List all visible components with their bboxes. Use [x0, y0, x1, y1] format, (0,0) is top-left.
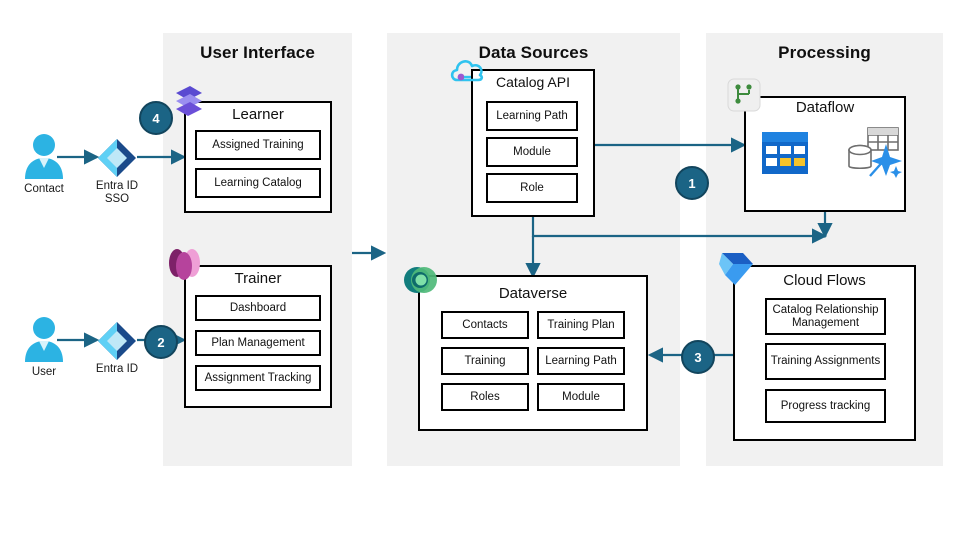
entra-id-label: Entra ID — [95, 363, 139, 375]
chip-training-assignments[interactable]: Training Assignments — [765, 343, 886, 380]
contact-label: Contact — [24, 183, 64, 195]
user-person-icon — [20, 314, 68, 364]
badge-3: 3 — [681, 340, 715, 374]
power-automate-icon — [717, 249, 759, 291]
chip-progress-tracking[interactable]: Progress tracking — [765, 389, 886, 423]
card-catalog-api-title: Catalog API — [496, 74, 570, 90]
chip-training-plan[interactable]: Training Plan — [537, 311, 625, 339]
user-label: User — [31, 366, 57, 378]
chip-plan-management[interactable]: Plan Management — [195, 330, 321, 356]
card-dataflow[interactable] — [744, 96, 906, 212]
chip-dashboard[interactable]: Dashboard — [195, 295, 321, 321]
chip-learning-catalog[interactable]: Learning Catalog — [195, 168, 321, 198]
cloud-api-icon — [448, 53, 488, 91]
panel-title-data-sources: Data Sources — [478, 43, 589, 62]
entra-id-sso-icon — [96, 137, 138, 179]
entra-id-sso-label-line1: Entra ID — [95, 180, 139, 192]
chip-role-api[interactable]: Role — [486, 173, 578, 203]
dataflow-branch-icon — [727, 78, 761, 112]
chip-module-api[interactable]: Module — [486, 137, 578, 167]
chip-learning-path[interactable]: Learning Path — [537, 347, 625, 375]
dataverse-icon — [400, 261, 440, 301]
database-transform-icon — [846, 124, 902, 178]
panel-title-user-interface: User Interface — [200, 43, 315, 62]
chip-learning-path-api[interactable]: Learning Path — [486, 101, 578, 131]
card-learner-title: Learner — [232, 106, 284, 123]
chip-contacts[interactable]: Contacts — [441, 311, 529, 339]
card-dataverse-title: Dataverse — [498, 285, 568, 302]
chip-module[interactable]: Module — [537, 383, 625, 411]
chip-catalog-relationship-management[interactable]: Catalog Relationship Management — [765, 298, 886, 335]
badge-2: 2 — [144, 325, 178, 359]
table-grid-icon — [761, 131, 809, 175]
chip-roles[interactable]: Roles — [441, 383, 529, 411]
badge-4: 4 — [139, 101, 173, 135]
chip-training[interactable]: Training — [441, 347, 529, 375]
viva-learning-icon — [166, 79, 210, 123]
card-cloud-flows-title: Cloud Flows — [783, 272, 866, 289]
card-dataflow-title: Dataflow — [795, 99, 855, 116]
card-trainer-title: Trainer — [234, 270, 282, 287]
entra-id-icon — [96, 320, 138, 362]
chip-assigned-training[interactable]: Assigned Training — [195, 130, 321, 160]
power-pages-icon — [164, 245, 206, 287]
chip-assignment-tracking[interactable]: Assignment Tracking — [195, 365, 321, 391]
panel-title-processing: Processing — [778, 43, 871, 62]
entra-id-sso-label-line2: SSO — [104, 193, 130, 205]
badge-1: 1 — [675, 166, 709, 200]
contact-person-icon — [20, 131, 68, 181]
